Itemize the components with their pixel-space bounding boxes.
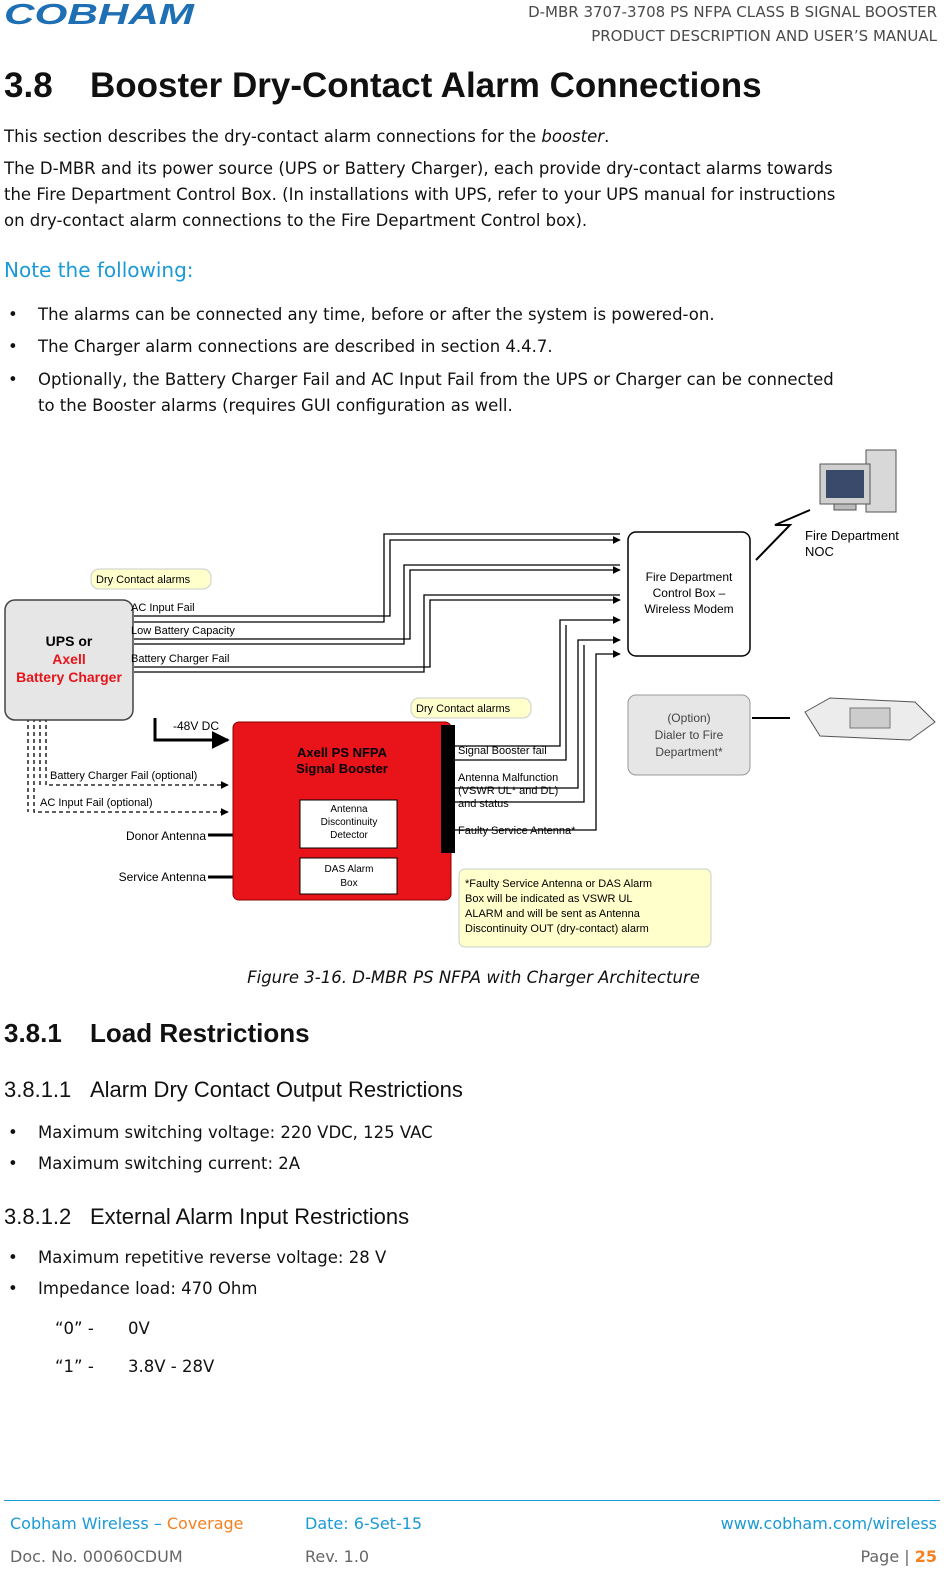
cobham-logo: COBHAM — [4, 2, 195, 26]
svg-text:Box will be indicated as VSWR: Box will be indicated as VSWR UL — [465, 893, 633, 905]
noc-label: Fire Department — [805, 528, 899, 543]
diagram-footnote: *Faulty Service Antenna or DAS Alarm Box… — [458, 868, 712, 948]
svg-text:and status: and status — [458, 798, 509, 810]
battery-charger-fail-label: Battery Charger Fail — [131, 653, 229, 665]
svg-text:COBHAM: COBHAM — [4, 2, 195, 26]
document-header: D-MBR 3707-3708 PS NFPA CLASS B SIGNAL B… — [528, 0, 937, 48]
telephone-icon — [804, 697, 936, 741]
svg-text:Wireless Modem: Wireless Modem — [644, 602, 733, 616]
dry-contact-label: Dry Contact alarms — [410, 697, 532, 719]
page-number: 25 — [914, 1547, 937, 1566]
bullet-item: •Maximum repetitive reverse voltage: 28 … — [8, 1248, 387, 1267]
footer-doc-number: Doc. No. 00060CDUM — [10, 1547, 183, 1566]
bullet-item: •Maximum switching voltage: 220 VDC, 125… — [8, 1123, 433, 1142]
svg-text:Dry Contact alarms: Dry Contact alarms — [96, 574, 191, 586]
acf-optional-label: AC Input Fail (optional) — [40, 797, 153, 809]
footer-divider — [4, 1500, 940, 1501]
dc-label: -48V DC — [173, 719, 219, 733]
low-battery-label: Low Battery Capacity — [131, 625, 235, 637]
bullet-item: •The Charger alarm connections are descr… — [8, 337, 553, 356]
section-title: Booster Dry-Contact Alarm Connections — [90, 66, 762, 105]
dry-contact-label: Dry Contact alarms — [90, 568, 212, 590]
noc-link — [755, 509, 811, 561]
footer-date: Date: 6-Set-15 — [305, 1514, 423, 1533]
svg-text:Discontinuity: Discontinuity — [321, 817, 378, 828]
faulty-service-label: Faulty Service Antenna* — [458, 825, 576, 837]
svg-text:(VSWR UL* and DL): (VSWR UL* and DL) — [458, 785, 558, 797]
ups-box: UPS or Axell Battery Charger — [4, 599, 134, 721]
intro-emphasis: booster — [541, 127, 605, 146]
footer-page: Page | 25 — [860, 1547, 937, 1566]
fire-department-control-box: Fire Department Control Box – Wireless M… — [627, 531, 751, 657]
bullet-item: •Optionally, the Battery Charger Fail an… — [8, 370, 834, 415]
service-antenna-label: Service Antenna — [119, 870, 207, 884]
intro-paragraph: This section describes the dry-contact a… — [4, 127, 610, 146]
svg-text:Box: Box — [340, 878, 357, 889]
level-row: “1” -3.8V - 28V — [55, 1357, 215, 1376]
footer-revision: Rev. 1.0 — [305, 1547, 370, 1566]
header-title-line1: D-MBR 3707-3708 PS NFPA CLASS B SIGNAL B… — [528, 3, 937, 21]
section-number: 3.8 — [4, 66, 53, 105]
svg-text:Antenna: Antenna — [330, 804, 368, 815]
svg-text:Detector: Detector — [330, 830, 368, 841]
signal-booster-fail-label: Signal Booster fail — [458, 745, 547, 757]
dialer-box: (Option) Dialer to Fire Department* — [627, 694, 751, 776]
svg-text:Battery Charger: Battery Charger — [16, 669, 122, 685]
footer-company: Cobham Wireless – Coverage — [10, 1514, 244, 1533]
bcf-optional-label: Battery Charger Fail (optional) — [50, 770, 197, 782]
svg-text:Axell: Axell — [52, 651, 85, 667]
svg-text:Control Box –: Control Box – — [653, 586, 726, 600]
description-paragraph: The D-MBR and its power source (UPS or B… — [4, 159, 836, 230]
header-title-line2: PRODUCT DESCRIPTION AND USER’S MANUAL — [591, 27, 937, 45]
svg-text:UPS or: UPS or — [46, 633, 93, 649]
computer-icon — [819, 449, 897, 513]
svg-text:Fire Department: Fire Department — [646, 570, 733, 584]
svg-text:Dialer to Fire: Dialer to Fire — [655, 728, 724, 742]
svg-text:Discontinuity OUT (dry-contact: Discontinuity OUT (dry-contact) alarm — [465, 923, 649, 935]
level-row: “0” -0V — [55, 1319, 150, 1338]
donor-antenna-label: Donor Antenna — [126, 829, 206, 843]
bullet-item: •Maximum switching current: 2A — [8, 1154, 301, 1173]
figure-caption: Figure 3-16. D-MBR PS NFPA with Charger … — [247, 968, 700, 987]
section-heading: 3.8 Booster Dry-Contact Alarm Connections — [4, 66, 762, 106]
svg-text:DAS Alarm: DAS Alarm — [325, 864, 374, 875]
svg-text:NOC: NOC — [805, 544, 834, 559]
svg-text:Department*: Department* — [655, 745, 723, 759]
dc-power-line — [153, 718, 230, 749]
svg-text:ALARM and will be sent as Ante: ALARM and will be sent as Antenna — [465, 908, 641, 920]
footer-url[interactable]: www.cobham.com/wireless — [720, 1514, 937, 1533]
bullet-item: •The alarms can be connected any time, b… — [8, 305, 715, 324]
architecture-diagram: UPS or Axell Battery Charger Dry Contact… — [4, 449, 936, 948]
svg-text:(Option): (Option) — [667, 711, 710, 725]
signal-booster-box: Axell PS NFPA Signal Booster Antenna Dis… — [232, 721, 455, 901]
svg-text:Dry Contact alarms: Dry Contact alarms — [416, 703, 511, 715]
svg-text:Axell PS NFPA: Axell PS NFPA — [297, 745, 388, 760]
antenna-malfunction-label: Antenna Malfunction — [458, 772, 558, 784]
svg-text:Signal Booster: Signal Booster — [296, 761, 388, 776]
bullet-item: •Impedance load: 470 Ohm — [8, 1279, 258, 1298]
note-heading: Note the following: — [4, 258, 194, 282]
ac-input-fail-label: AC Input Fail — [131, 602, 195, 614]
svg-text:*Faulty Service Antenna or DAS: *Faulty Service Antenna or DAS Alarm — [465, 878, 652, 890]
